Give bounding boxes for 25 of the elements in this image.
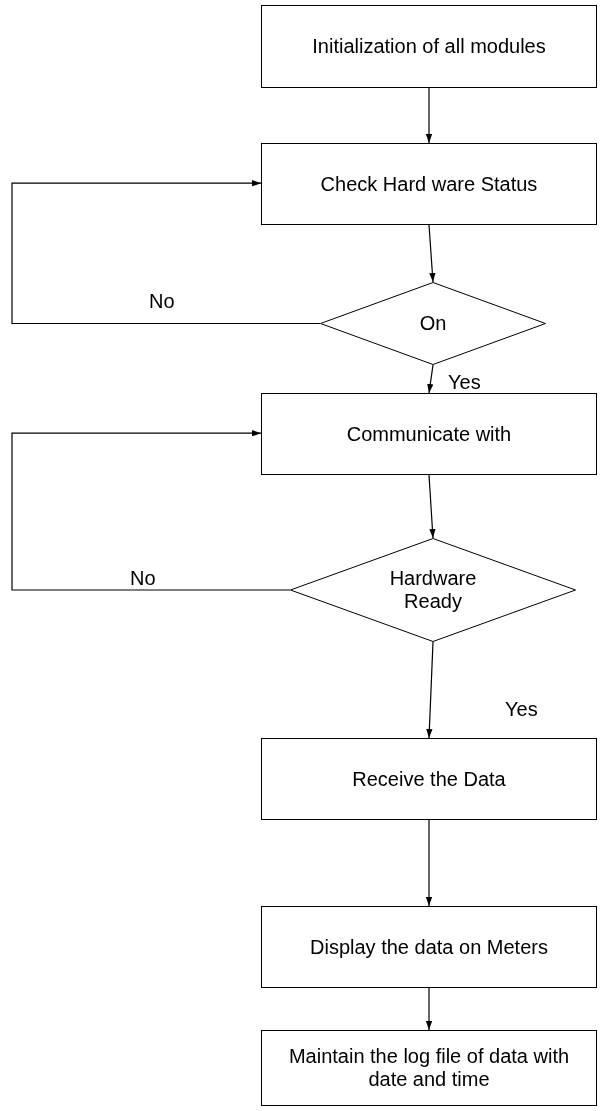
node-text: Hardware Ready <box>388 567 478 613</box>
node-text: On <box>419 312 447 335</box>
node-text: Communicate with <box>346 422 512 446</box>
decision-diamond <box>290 538 576 642</box>
decision-diamond <box>320 282 546 365</box>
node-text: Display the data on Meters <box>310 935 548 959</box>
process-box <box>261 5 597 88</box>
arrow <box>428 474 436 539</box>
node-text: Initialization of all modules <box>312 35 546 58</box>
process-box <box>261 738 597 820</box>
process-box <box>261 143 597 225</box>
arrow <box>11 430 291 591</box>
arrow <box>11 180 321 325</box>
arrow <box>425 819 433 907</box>
node-text: Check Hard ware Status <box>320 172 538 196</box>
process-box <box>261 393 597 475</box>
node-text: Receive the Data <box>352 767 506 791</box>
arrow <box>427 364 434 394</box>
process-box <box>261 906 597 988</box>
arrow <box>425 87 433 144</box>
arrow <box>426 641 434 739</box>
node-text: Maintain the log file of data with date and time <box>287 1045 571 1091</box>
arrow <box>425 987 433 1031</box>
arrow <box>428 224 436 283</box>
process-box <box>261 1030 597 1106</box>
